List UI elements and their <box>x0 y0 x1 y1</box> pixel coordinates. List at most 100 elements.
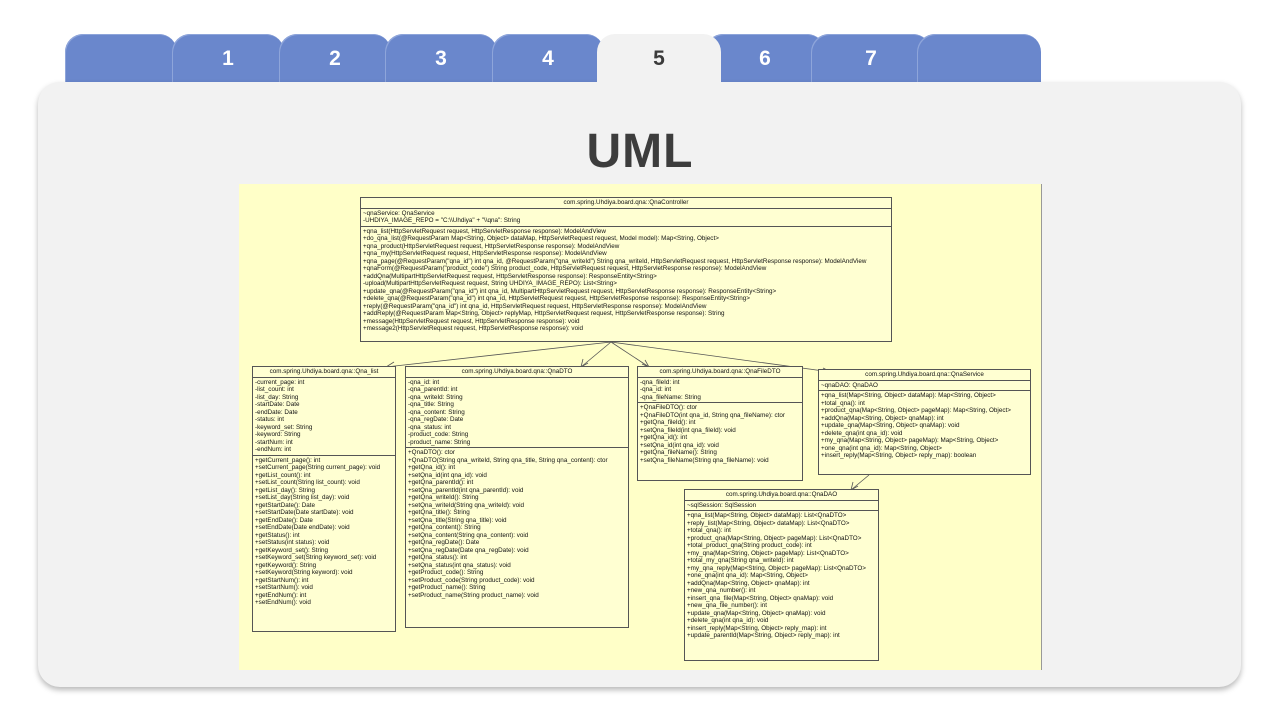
tab-1[interactable]: 1 <box>172 34 284 90</box>
operation: +getEndNum(): int <box>255 591 307 599</box>
attribute: -qna_status: int <box>408 423 452 431</box>
operation: +total_product_qna(String product_code):… <box>687 542 812 549</box>
operation: +setEndDate(Date endDate): void <box>255 524 350 531</box>
operation: +qnaForm(@RequestParam("product_code") S… <box>363 265 767 272</box>
operation: +setKeyword_set(String keyword_set): voi… <box>255 554 377 561</box>
attribute: -endNum: int <box>255 446 292 453</box>
operation: +setQna_fileName(String qna_fileName): v… <box>640 456 769 464</box>
attribute: -qna_fileId: int <box>640 378 680 386</box>
operation: +one_qna(int qna_id): Map<String, Object… <box>687 572 808 579</box>
operation: +QnaDTO(String qna_writeId, String qna_t… <box>408 456 608 464</box>
class-qnaservice[interactable]: com.spring.Uhdiya.board.qna::QnaService … <box>818 369 1031 475</box>
attribute: -current_page: int <box>255 378 305 386</box>
attribute: -startDate: Date <box>255 401 300 408</box>
operation: +setList_count(String list_count): void <box>255 479 360 486</box>
operations: +getCurrent_page(): int +setCurrent_page… <box>253 456 395 608</box>
operation: +qna_product(HttpServletRequest request,… <box>363 242 620 250</box>
tab-bar: 1 2 3 4 6 7 5 <box>0 0 1280 94</box>
operation: +insert_reply(Map<String, Object> reply_… <box>821 452 977 459</box>
class-name: com.spring.Uhdiya.board.qna::Qna_list <box>253 367 395 378</box>
tab-4[interactable]: 4 <box>492 34 604 90</box>
operation: +insert_qna_file(Map<String, Object> qna… <box>687 594 834 602</box>
class-name: com.spring.Uhdiya.board.qna::QnaFileDTO <box>638 367 802 378</box>
attribute: -UHDIYA_IMAGE_REPO = "C:\\Uhdiya" + "\\q… <box>363 217 521 224</box>
tab-7[interactable]: 7 <box>811 34 931 90</box>
tab-2[interactable]: 2 <box>279 34 391 90</box>
operation: +new_qna_file_number(): int <box>687 602 767 609</box>
tab-3[interactable]: 3 <box>385 34 497 90</box>
operation: +setEndNum(): void <box>255 599 311 606</box>
attributes: ~qnaService: QnaService -UHDIYA_IMAGE_RE… <box>361 209 891 227</box>
operation: +getCurrent_page(): int <box>255 456 321 464</box>
operation: +getQna_fileName(): String <box>640 449 717 456</box>
operation: +reply(@RequestParam("qna_id") int qna_i… <box>363 302 707 310</box>
operation: +setQna_status(int qna_status): void <box>408 561 511 569</box>
assoc-controller-qna-list <box>385 341 612 368</box>
tab-0[interactable] <box>65 34 177 90</box>
operations: +qna_list(HttpServletRequest request, Ht… <box>361 227 891 334</box>
operation: +qna_list(Map<String, Object> dataMap): … <box>821 392 996 399</box>
class-qna-list[interactable]: com.spring.Uhdiya.board.qna::Qna_list -c… <box>252 366 396 632</box>
operation: +setProduct_code(String product_code): v… <box>408 576 535 584</box>
page-title: UML <box>586 125 694 178</box>
attribute: -qna_writeId: String <box>408 393 463 401</box>
uml-diagram: com.spring.Uhdiya.board.qna::QnaControll… <box>239 184 1042 670</box>
operation: +setStartDate(Date startDate): void <box>255 509 354 516</box>
assoc-controller-qnadto <box>580 341 612 368</box>
class-qnadto[interactable]: com.spring.Uhdiya.board.qna::QnaDTO -qna… <box>405 366 629 628</box>
operation: +message(HttpServletRequest request, Htt… <box>363 317 580 325</box>
class-qnadao[interactable]: com.spring.Uhdiya.board.qna::QnaDAO ~sql… <box>684 489 879 661</box>
operation: +getList_day(): String <box>255 486 316 494</box>
tab-5-active[interactable]: 5 <box>597 34 721 94</box>
operation: +addQna(Map<String, Object> qnaMap): int <box>687 579 810 587</box>
attribute: -qna_fileName: String <box>640 393 701 401</box>
operation: +getList_count(): int <box>255 471 311 479</box>
operation: +getStartDate(): Date <box>255 501 316 509</box>
operation: +getQna_id(): int <box>408 464 456 471</box>
operation: +reply_list(Map<String, Object> dataMap)… <box>687 519 850 527</box>
attribute: -product_name: String <box>408 438 471 446</box>
attribute: -qna_content: String <box>408 408 465 416</box>
operation: +getQna_parentId(): int <box>408 479 474 486</box>
operation: +setQna_regDate(Date qna_regDate): void <box>408 546 529 554</box>
operation: +getQna_title(): String <box>408 509 470 516</box>
attribute: ~qnaService: QnaService <box>363 209 435 217</box>
assoc-controller-qnafiledto <box>610 341 650 368</box>
attributes: ~qnaDAO: QnaDAO <box>819 381 1030 391</box>
operation: +setKeyword(String keyword): void <box>255 569 353 576</box>
attribute: -qna_id: int <box>408 378 440 386</box>
operation: +setStatus(int status): void <box>255 539 330 546</box>
attribute: -qna_regDate: Date <box>408 416 464 423</box>
operation: +getStartNum(): int <box>255 576 309 584</box>
operation: -upload(MultipartHttpServletRequest requ… <box>363 280 617 287</box>
attributes: ~sqlSession: SqlSession <box>685 501 878 511</box>
class-name: com.spring.Uhdiya.board.qna::QnaControll… <box>361 198 891 209</box>
operation: +getQna_writeId(): String <box>408 494 479 501</box>
tab-6[interactable]: 6 <box>705 34 825 90</box>
operation: +QnaDTO(): ctor <box>408 449 455 456</box>
operation: +getQna_fileId(): int <box>640 419 696 426</box>
operation: +getQna_regDate(): Date <box>408 539 480 546</box>
operation: +setCurrent_page(String current_page): v… <box>255 464 381 471</box>
class-qnafiledto[interactable]: com.spring.Uhdiya.board.qna::QnaFileDTO … <box>637 366 803 481</box>
attribute: -qna_title: String <box>408 401 454 408</box>
class-qna-controller[interactable]: com.spring.Uhdiya.board.qna::QnaControll… <box>360 197 892 342</box>
operation: +total_my_qna(String qna_writeId): int <box>687 557 794 564</box>
operation: +QnaFileDTO(): ctor <box>640 404 698 411</box>
attribute: -list_count: int <box>255 386 294 393</box>
operations: +QnaFileDTO(): ctor +QnaFileDTO(int qna_… <box>638 403 802 465</box>
operation: +product_qna(Map<String, Object> pageMap… <box>687 534 862 542</box>
assoc-qnaservice-qnadao <box>850 474 870 491</box>
class-name: com.spring.Uhdiya.board.qna::QnaDAO <box>685 490 878 501</box>
attributes: -qna_fileId: int -qna_id: int -qna_fileN… <box>638 378 802 403</box>
operation: +delete_qna(int qna_id): void <box>687 617 769 624</box>
operation: +setQna_content(String qna_content): voi… <box>408 531 529 539</box>
attribute: -product_code: String <box>408 431 469 438</box>
tab-8[interactable] <box>917 34 1041 90</box>
operation: +getKeyword(): String <box>255 561 317 569</box>
operation: +setQna_fileId(int qna_fileId): void <box>640 426 736 434</box>
operation: +total_qna(): int <box>821 399 865 407</box>
operation: +qna_my(HttpServletRequest request, Http… <box>363 250 607 257</box>
operation: +setStartNum(): void <box>255 584 313 591</box>
operation: +my_qna(Map<String, Object> pageMap): Ma… <box>821 437 999 444</box>
